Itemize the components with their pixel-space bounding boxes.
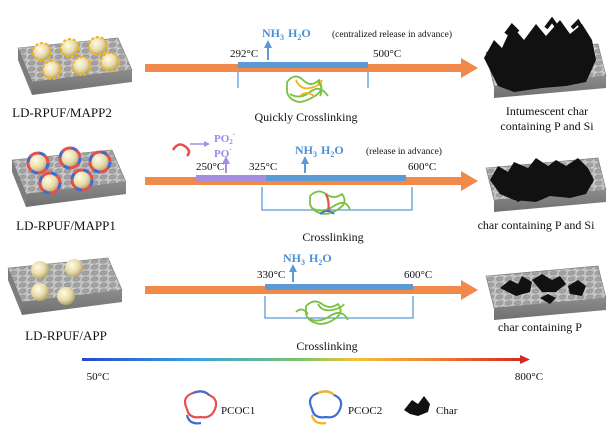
crosslinking-bracket (264, 296, 414, 319)
scale-end-label: 800°C (515, 371, 543, 383)
temp-start-label: 330°C (257, 269, 285, 281)
process-label: Crosslinking (296, 339, 357, 353)
legend-label: Char (436, 405, 458, 417)
radical-po2: PO2· (214, 130, 235, 146)
legend-item-char: Char (404, 396, 458, 417)
release-note: (release in advance) (366, 146, 442, 157)
foam-block-app (7, 257, 123, 315)
legend-item-pcoc2: PCOC2 (308, 390, 382, 425)
radical-po: PO· (214, 145, 232, 160)
gas-release-bar (266, 175, 406, 181)
pcoc1-coated-beads (26, 146, 112, 195)
temp-start-label: 325°C (249, 161, 277, 173)
sample-label: LD-RPUF/MAPP1 (16, 218, 116, 233)
crosslink-network (295, 300, 349, 325)
char-label: char containing P and Si (478, 218, 596, 232)
gas-release-bar (265, 284, 413, 290)
pcoc2-symbol-icon (308, 390, 343, 419)
temp-pre-label: 250°C (196, 161, 224, 173)
row-mapp1: LD-RPUF/MAPP1 250°C 325°C 600°C PO2· PO·… (11, 130, 607, 244)
char-app (485, 265, 607, 320)
temperature-gradient-bar (82, 358, 522, 361)
sample-label: LD-RPUF/MAPP2 (12, 105, 112, 120)
legend-item-pcoc1: PCOC1 (183, 390, 255, 425)
process-label: Quickly Crosslinking (254, 110, 357, 124)
crosslink-network (309, 190, 351, 215)
legend: PCOC1 PCOC2 Char (183, 390, 458, 425)
crosslink-network (286, 75, 329, 103)
crosslinking-bracket (261, 187, 413, 211)
char-label: char containing P (498, 320, 582, 334)
char-mapp2 (484, 16, 607, 98)
temp-start-label: 292°C (230, 48, 258, 60)
scale-start-label: 50°C (87, 371, 110, 383)
char-symbol-icon (404, 396, 430, 416)
temperature-scale: 50°C 800°C (82, 355, 543, 383)
release-note: (centralized release in advance) (332, 29, 452, 40)
char-label-line2: containing P and Si (500, 119, 594, 133)
pcoc1-symbol-icon (183, 390, 218, 419)
gas-release-bar (238, 62, 368, 68)
crosslinking-bracket (237, 72, 369, 88)
app-beads (31, 259, 83, 305)
temp-end-label: 600°C (404, 269, 432, 281)
char-mapp1 (485, 157, 607, 212)
radical-release-bar (196, 175, 266, 181)
foam-block-mapp2 (17, 36, 133, 95)
temp-end-label: 500°C (373, 48, 401, 60)
foam-block-mapp1 (11, 146, 127, 207)
temp-end-label: 600°C (408, 161, 436, 173)
process-label: Crosslinking (302, 230, 363, 244)
legend-label: PCOC2 (348, 405, 382, 417)
legend-label: PCOC1 (221, 405, 255, 417)
char-label-line1: Intumescent char (506, 104, 588, 118)
radical-chain-icon (171, 143, 191, 157)
pcoc2-coated-beads (32, 36, 120, 80)
sample-label: LD-RPUF/APP (25, 328, 107, 343)
